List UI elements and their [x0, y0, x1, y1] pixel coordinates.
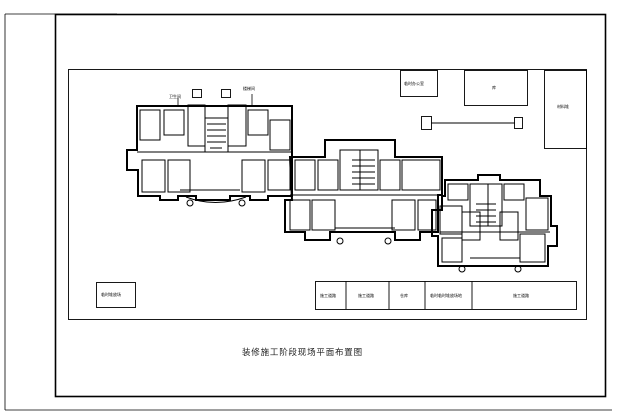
label-bottom-left-box: 临时堆放场 [101, 291, 121, 297]
gate-markers [177, 94, 253, 106]
label-top-left-a: 卫生间 [169, 93, 181, 99]
legend-cell-5: 施工道路 [513, 292, 529, 298]
top-facility-boxes [192, 70, 587, 149]
site-boundary [68, 69, 587, 320]
legend-cell-1: 施工道路 [320, 292, 336, 298]
label-top-box-left: 临时办公室 [404, 80, 424, 86]
bottom-left-box [96, 282, 136, 308]
legend-table [315, 281, 577, 310]
label-top-box-middle: 库 [492, 84, 496, 90]
building-c-floorplan [431, 174, 558, 273]
legend-cell-4: 临时临时堆放场地 [430, 292, 462, 298]
label-right-box: 材料堆 [557, 103, 569, 109]
building-b-floorplan [284, 139, 443, 245]
sheet-frame [4, 13, 612, 411]
building-a-floorplan [126, 104, 293, 207]
label-top-left-b: 楼梯间 [243, 85, 255, 91]
drawing-caption: 装修施工阶段现场平面布置图 [242, 347, 363, 358]
legend-cell-2: 施工道路 [358, 292, 374, 298]
legend-cell-3: 仓库 [400, 292, 408, 298]
